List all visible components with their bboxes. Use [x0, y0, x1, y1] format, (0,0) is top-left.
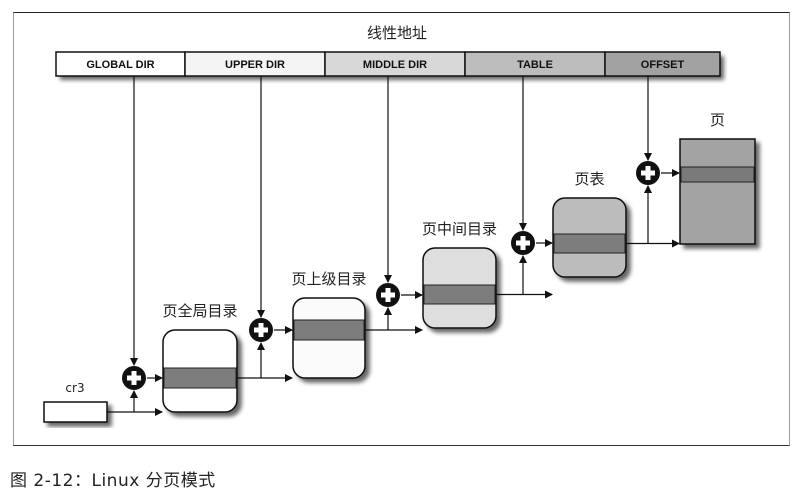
table-label: 页 [710, 111, 725, 129]
table-entry [293, 319, 365, 341]
address-segment-label: GLOBAL DIR [86, 59, 154, 71]
page-table-level-4: 页表 [552, 170, 627, 278]
table-group: 页全局目录 页上级目录 页中间目录 页表 页 [162, 111, 756, 413]
table-entry [423, 284, 496, 305]
connector-lines [107, 76, 680, 416]
page-frame: 页 [679, 111, 756, 245]
address-segment-label: MIDDLE DIR [363, 59, 427, 71]
plus-circle-icon [376, 283, 400, 307]
table-label: 页中间目录 [422, 220, 497, 238]
table-label: 页表 [574, 170, 604, 188]
table-entry [163, 367, 237, 389]
cr3-label: cr3 [65, 381, 84, 395]
table-entry [553, 233, 626, 254]
plus-circle-icon [122, 366, 146, 390]
cr3-register: cr3 [43, 381, 108, 423]
plus-circle-icon [249, 318, 273, 342]
table-label: 页全局目录 [162, 302, 237, 320]
linear-address-title: 线性地址 [367, 24, 427, 42]
address-segment-label: UPPER DIR [225, 59, 285, 71]
plus-circle-icon [511, 231, 535, 255]
address-segment-label: TABLE [517, 59, 553, 71]
diagram-frame [13, 12, 790, 446]
page-table-level-1: 页全局目录 [162, 302, 238, 413]
address-segment-table: TABLE [464, 51, 606, 77]
address-segment-global-dir: GLOBAL DIR [55, 51, 186, 77]
address-segment-offset: OFFSET [604, 51, 721, 77]
address-segment-middle-dir: MIDDLE DIR [324, 51, 466, 77]
address-segment-upper-dir: UPPER DIR [184, 51, 326, 77]
page-table-level-3: 页中间目录 [422, 220, 497, 329]
table-label: 页上级目录 [291, 270, 366, 288]
adder-group [122, 161, 660, 390]
figure-caption: 图 2-12：Linux 分页模式 [10, 471, 216, 491]
table-entry [680, 166, 755, 183]
page-table-level-2: 页上级目录 [291, 270, 367, 379]
linear-address-bar: GLOBAL DIR UPPER DIR MIDDLE DIR TABLE OFFSET [55, 51, 721, 77]
address-segment-label: OFFSET [641, 59, 685, 71]
plus-circle-icon [636, 161, 660, 185]
